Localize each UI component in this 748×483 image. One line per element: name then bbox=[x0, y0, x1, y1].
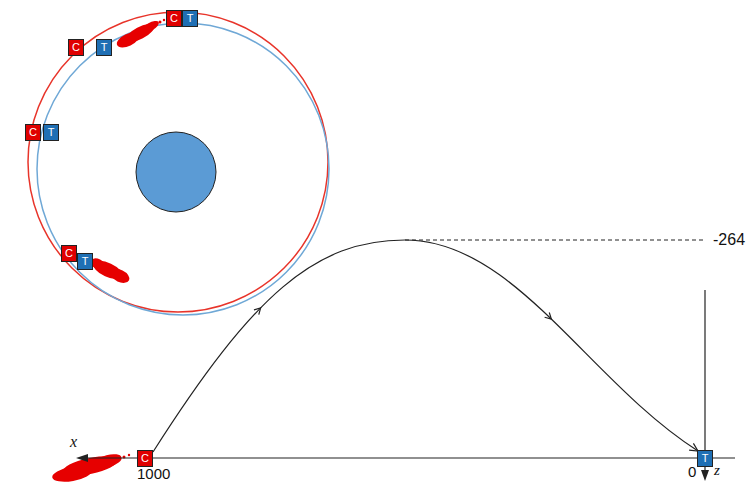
apex-line bbox=[405, 240, 705, 241]
dimension-label: -264 bbox=[713, 231, 745, 249]
thrust-plume bbox=[115, 19, 166, 51]
chaser-orbit bbox=[28, 12, 328, 312]
target-marker: T bbox=[77, 253, 93, 270]
chaser-marker: C bbox=[137, 450, 153, 467]
axis-label: x bbox=[70, 433, 77, 451]
chaser-marker: C bbox=[25, 124, 41, 141]
chaser-marker: C bbox=[166, 10, 182, 27]
thrust-plume bbox=[89, 256, 132, 286]
marker-letter: C bbox=[141, 452, 149, 465]
marker-letter: T bbox=[702, 452, 709, 465]
target-marker: T bbox=[43, 124, 59, 141]
tick-label: 1000 bbox=[137, 465, 170, 482]
direction-arrow bbox=[545, 312, 552, 319]
target-orbit bbox=[37, 23, 329, 315]
trajectory-curve bbox=[153, 240, 698, 452]
x-axis bbox=[86, 457, 735, 458]
thrust-plume bbox=[51, 452, 130, 483]
chaser-marker: C bbox=[68, 39, 84, 56]
marker-letter: T bbox=[101, 41, 108, 54]
earth bbox=[136, 132, 216, 212]
marker-letter: C bbox=[72, 41, 80, 54]
direction-arrow bbox=[254, 308, 261, 315]
axis-arrow bbox=[701, 470, 709, 481]
chaser-marker: C bbox=[61, 245, 77, 262]
marker-letter: C bbox=[170, 12, 178, 25]
target-marker: T bbox=[182, 10, 198, 27]
target-marker: T bbox=[96, 39, 112, 56]
target-marker: T bbox=[697, 450, 713, 467]
z-axis bbox=[704, 290, 705, 472]
marker-letter: C bbox=[65, 247, 73, 260]
tick-label: 0 bbox=[688, 463, 696, 480]
axis-arrow bbox=[76, 454, 88, 462]
marker-letter: T bbox=[82, 255, 89, 268]
marker-letter: T bbox=[187, 12, 194, 25]
marker-letter: T bbox=[48, 126, 55, 139]
axis-label: z bbox=[714, 462, 720, 479]
marker-letter: C bbox=[29, 126, 37, 139]
